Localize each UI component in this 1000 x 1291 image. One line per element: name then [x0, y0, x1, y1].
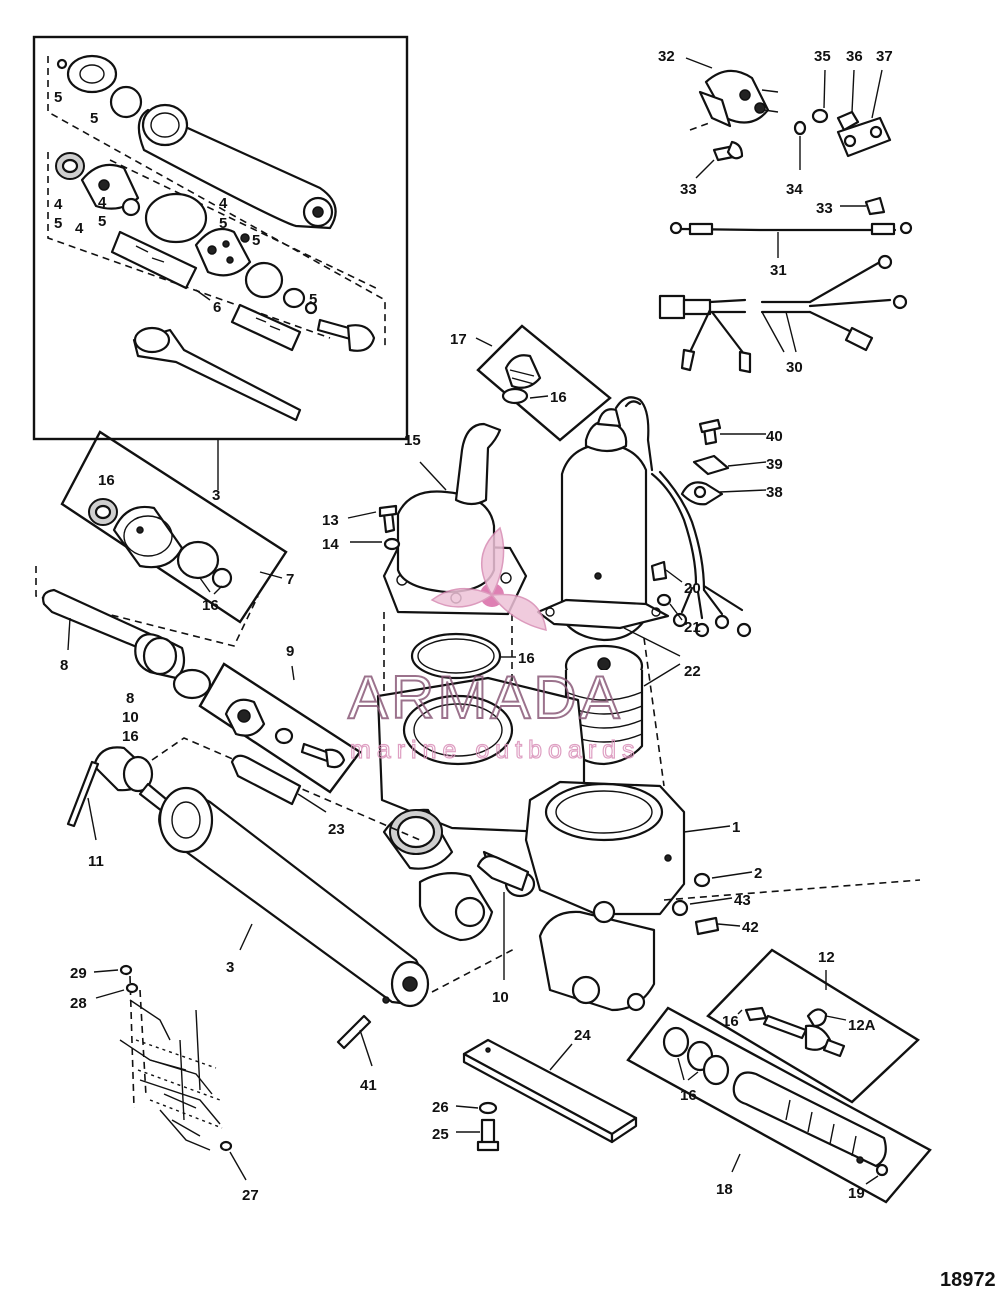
- callout-28: 28: [70, 995, 87, 1012]
- pump-motor-22: 20 21 22 40 39 38: [536, 396, 783, 766]
- watermark-tagline: marine outboards: [350, 736, 641, 764]
- callout-18: 18: [716, 1181, 733, 1198]
- callout-16: 16: [550, 389, 567, 406]
- callout-37: 37: [876, 48, 893, 65]
- callout-23: 23: [328, 821, 345, 838]
- callout-5: 5: [309, 291, 317, 308]
- callout-1: 1: [732, 819, 740, 836]
- inset-box-18: 16 19 18: [626, 1006, 932, 1204]
- callout-33: 33: [680, 181, 697, 198]
- callout-33: 33: [816, 200, 833, 217]
- callout-12: 12: [818, 949, 835, 966]
- callout-14: 14: [322, 536, 339, 553]
- callout-43: 43: [734, 892, 751, 909]
- callout-42: 42: [742, 919, 759, 936]
- callout-7: 7: [286, 571, 294, 588]
- callout-39: 39: [766, 456, 783, 473]
- callout-9: 9: [286, 643, 294, 660]
- callout-5: 5: [54, 215, 62, 232]
- callout-4: 4: [54, 196, 63, 213]
- watermark-propeller-logo: [430, 526, 547, 631]
- callout-40: 40: [766, 428, 783, 445]
- callout-25: 25: [432, 1126, 449, 1143]
- callout-8: 8: [126, 690, 134, 707]
- callout-4: 4: [219, 195, 228, 212]
- watermark: ARMADA marine outboards: [347, 526, 641, 765]
- callout-27: 27: [242, 1187, 259, 1204]
- callout-6: 6: [213, 299, 221, 316]
- callout-32: 32: [658, 48, 675, 65]
- shaft-23: 23: [230, 754, 345, 838]
- callout-10: 10: [492, 989, 509, 1006]
- trim-cylinder-3: 3 11: [66, 737, 517, 1008]
- wire-harness-30: 30: [658, 254, 908, 376]
- callout-13: 13: [322, 512, 339, 529]
- callout-16: 16: [98, 472, 115, 489]
- callout-3: 3: [212, 487, 220, 504]
- callout-5: 5: [90, 110, 98, 127]
- callout-10: 10: [122, 709, 139, 726]
- callout-16: 16: [680, 1087, 697, 1104]
- callout-30: 30: [786, 359, 803, 376]
- callout-4: 4: [98, 194, 107, 211]
- callout-5: 5: [98, 213, 106, 230]
- callout-labels-inset-3: 5 5 4 5 4 4 5 4 5 5 5 6: [54, 89, 317, 316]
- callout-36: 36: [846, 48, 863, 65]
- inset-box-12: 16 12A 12: [706, 948, 920, 1104]
- battery-cable-31: 31: [669, 221, 913, 279]
- callout-20: 20: [684, 580, 701, 597]
- callout-15: 15: [404, 432, 421, 449]
- callout-4: 4: [75, 220, 84, 237]
- callout-12A: 12A: [848, 1017, 876, 1034]
- callout-16: 16: [122, 728, 139, 745]
- callout-17: 17: [450, 331, 467, 348]
- watermark-brand: ARMADA: [348, 664, 623, 731]
- callout-29: 29: [70, 965, 87, 982]
- callout-21: 21: [684, 619, 701, 636]
- inset-box-17: 16 17: [450, 324, 612, 442]
- callout-3: 3: [226, 959, 234, 976]
- anode-plate-24: 24 26 25: [432, 1027, 638, 1152]
- inset-box-3: [32, 35, 409, 441]
- reservoir-cover-15: 15 13 14 16: [322, 422, 535, 680]
- inset-box-9: 9: [198, 643, 362, 794]
- bracket-sketch: 29 28 27: [70, 964, 259, 1204]
- figure-number: 18972: [940, 1269, 996, 1291]
- callout-35: 35: [814, 48, 831, 65]
- solenoid-group: 33 34 35 36 37 32 33: [658, 48, 893, 217]
- callout-41: 41: [360, 1077, 377, 1094]
- inset-box-7: 16 16 7: [60, 430, 294, 624]
- callout-38: 38: [766, 484, 783, 501]
- callout-8: 8: [60, 657, 68, 674]
- pin-10: 10: [476, 855, 530, 1006]
- callout-16: 16: [202, 597, 219, 614]
- piston-rod-8: 8 8 10 16: [42, 588, 212, 745]
- callout-5: 5: [252, 232, 260, 249]
- callout-26: 26: [432, 1099, 449, 1116]
- callout-5: 5: [54, 89, 62, 106]
- callout-31: 31: [770, 262, 787, 279]
- callout-16: 16: [518, 650, 535, 667]
- pin-41: 41: [336, 1014, 377, 1094]
- manifold-body-1: 1 2 43 42: [376, 612, 921, 1012]
- callout-19: 19: [848, 1185, 865, 1202]
- callout-2: 2: [754, 865, 762, 882]
- callout-24: 24: [574, 1027, 591, 1044]
- callout-22: 22: [684, 663, 701, 680]
- callout-5: 5: [219, 215, 227, 232]
- callout-16: 16: [722, 1013, 739, 1030]
- callout-11: 11: [88, 853, 104, 870]
- callout-34: 34: [786, 181, 803, 198]
